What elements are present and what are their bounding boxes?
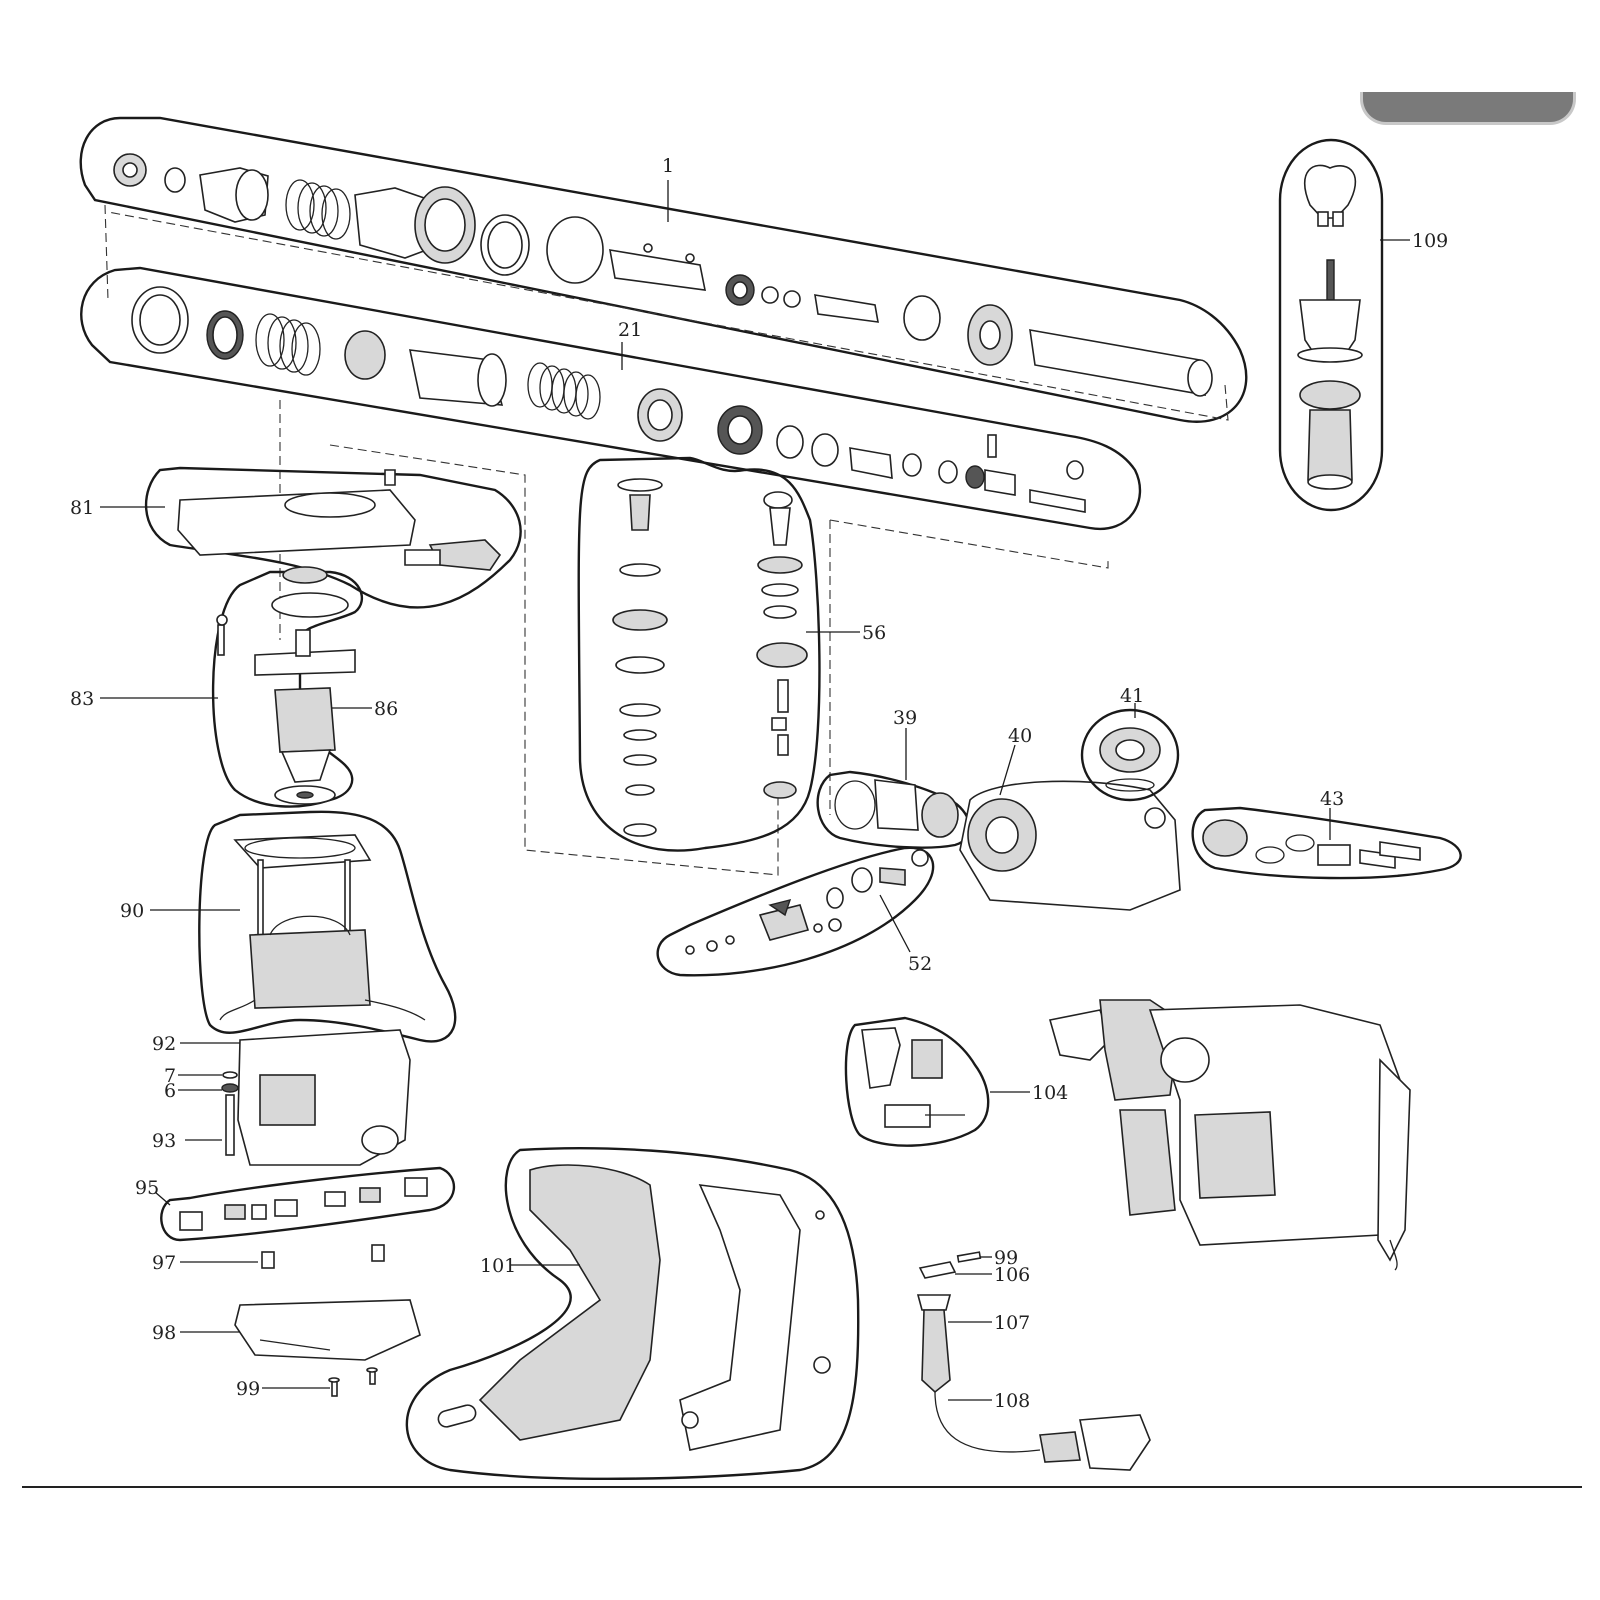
group-21-parts [131,286,1086,513]
group-101: 101 [405,1146,860,1481]
callout-99-upper: 99 [994,1247,1018,1269]
group-95: 95 [135,1166,455,1242]
group-81: 81 [70,466,522,609]
callout-93: 93 [152,1130,176,1152]
callout-52-leader [879,894,911,953]
group-56-parts [612,478,808,837]
group-1-outline [79,116,1248,423]
group-109: 109 [1278,138,1448,512]
group-43-outline [1191,806,1462,880]
group-56: 56 [577,456,886,852]
callout-21: 21 [618,319,642,341]
callout-95: 95 [135,1177,159,1199]
group-81-parts [177,469,502,571]
part-40: 40 [959,725,1181,911]
group-109-parts [1297,164,1363,490]
group-101-parts [437,1164,831,1451]
group-39: 39 [816,707,971,849]
callout-43: 43 [1320,788,1344,810]
group-95-parts [179,1177,428,1231]
part-98-cover [234,1299,421,1361]
callout-97: 97 [152,1252,176,1274]
group-52-parts [685,849,929,955]
group-41-outline [1080,708,1180,802]
callout-6: 6 [164,1080,176,1102]
group-104-outline [844,1016,990,1147]
callout-1: 1 [662,155,674,177]
header-tab [1360,92,1576,125]
group-95-outline [160,1166,455,1242]
group-41: 41 [1080,685,1180,802]
callout-99-lower: 99 [236,1378,260,1400]
callout-107: 107 [994,1312,1030,1334]
callout-39: 39 [893,707,917,729]
callout-106: 106 [994,1264,1030,1286]
part-99-screws: 99 [236,1367,378,1400]
group-1-parts [113,153,1213,397]
callout-90: 90 [120,900,144,922]
group-83-parts [216,566,356,805]
callout-52: 52 [908,953,932,975]
part-97: 97 [152,1244,385,1274]
callout-98: 98 [152,1322,176,1344]
callout-40: 40 [1008,725,1032,747]
group-90-outline [198,810,457,1043]
part-98: 98 [152,1299,421,1361]
callout-95-leader [154,1191,171,1206]
callout-109: 109 [1412,230,1448,252]
group-90-parts [219,834,426,1021]
part-92: 92 [152,1029,411,1166]
group-39-parts [834,779,959,838]
callout-92: 92 [152,1033,176,1055]
group-41-parts [1099,727,1161,792]
group-1: 1 [79,116,1248,423]
group-83-outline [211,570,364,808]
group-81-outline [144,466,522,609]
callout-56: 56 [862,622,886,644]
group-43-parts [1202,819,1421,869]
group-56-outline [577,456,821,852]
callout-41: 41 [1120,685,1144,707]
assembled-tool-illustration [1048,999,1411,1271]
group-101-outline [405,1146,860,1481]
group-21: 21 [80,266,1142,531]
callout-104: 104 [1032,1082,1068,1104]
group-52: 52 [656,846,935,977]
group-104: 104 [844,1016,1068,1147]
parts-7-6-93: 7 6 93 [152,1065,239,1156]
callout-83: 83 [70,688,94,710]
group-83: 83 86 [70,566,398,808]
group-109-outline [1278,138,1384,512]
footer-rule [22,1486,1582,1488]
group-52-outline [656,846,935,977]
callout-86: 86 [374,698,398,720]
group-104-parts [861,1027,965,1128]
callout-101: 101 [480,1255,516,1277]
callout-108: 108 [994,1390,1030,1412]
group-43: 43 [1191,788,1462,880]
group-90: 90 [120,810,457,1043]
callout-40-leader [999,744,1016,796]
group-21-outline [80,266,1142,531]
callout-81: 81 [70,497,94,519]
callout-7: 7 [164,1065,176,1087]
cable-assembly: 99 106 107 108 [916,1247,1151,1471]
